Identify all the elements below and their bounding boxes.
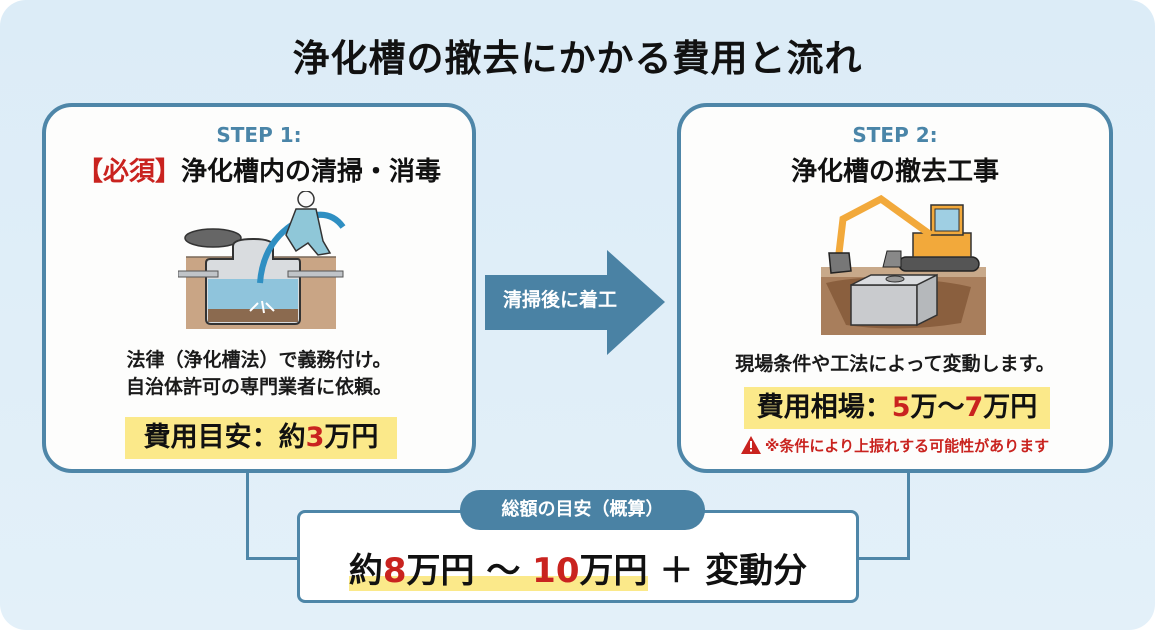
total-extra: ＋ 変動分 bbox=[647, 551, 808, 591]
arrow-label: 清掃後に着工 bbox=[503, 289, 618, 311]
total-range: 約8万円 〜 10万円 bbox=[348, 551, 648, 591]
excavator-illustration bbox=[821, 195, 986, 335]
step1-desc-line1: 法律（浄化槽法）で義務付け。 bbox=[126, 349, 392, 371]
step2-card: STEP 2: 浄化槽の撤去工事 現場条件や工法によって変動します。 費用相場：… bbox=[677, 103, 1113, 473]
step1-description: 法律（浄化槽法）で義務付け。 自治体許可の専門業者に依頼。 bbox=[46, 347, 472, 401]
step1-label: STEP 1: bbox=[216, 123, 302, 147]
worker-cleaning-illustration bbox=[178, 191, 346, 329]
total-high: 10 bbox=[532, 551, 580, 591]
connector-left bbox=[246, 470, 300, 560]
step2-label: STEP 2: bbox=[852, 123, 938, 147]
step1-cost: 費用目安：約3万円 bbox=[125, 417, 397, 459]
step2-cost: 費用相場：5万〜7万円 bbox=[744, 387, 1050, 429]
step2-title: 浄化槽の撤去工事 bbox=[790, 157, 999, 187]
total-estimate-value: 約8万円 〜 10万円 ＋ 変動分 bbox=[300, 543, 856, 592]
step2-warning: ※条件により上振れする可能性があります bbox=[681, 435, 1109, 456]
step1-desc-line2: 自治体許可の専門業者に依頼。 bbox=[125, 376, 392, 398]
total-low: 8 bbox=[382, 551, 407, 591]
right-arrow-icon bbox=[485, 250, 665, 355]
total-badge: 総額の目安（概算） bbox=[460, 490, 705, 530]
required-tag: 【必須】 bbox=[76, 157, 181, 187]
step1-cost-value: 3 bbox=[305, 422, 325, 453]
connector-right bbox=[856, 470, 910, 560]
step1-title: 【必須】浄化槽内の清掃・消毒 bbox=[46, 151, 472, 188]
step2-cost-high: 7 bbox=[964, 392, 984, 423]
page-title: 浄化槽の撤去にかかる費用と流れ bbox=[292, 37, 863, 80]
warning-triangle-icon bbox=[740, 436, 761, 454]
total-estimate-box: 約8万円 〜 10万円 ＋ 変動分 bbox=[297, 510, 859, 603]
step1-card: STEP 1: 【必須】浄化槽内の清掃・消毒 法律（浄化槽法）で義務付け。 自治… bbox=[42, 103, 476, 473]
step1-title-text: 浄化槽内の清掃・消毒 bbox=[181, 157, 442, 187]
warning-text: ※条件により上振れする可能性があります bbox=[764, 437, 1050, 455]
step2-description: 現場条件や工法によって変動します。 bbox=[735, 353, 1055, 375]
step2-cost-low: 5 bbox=[891, 392, 911, 423]
